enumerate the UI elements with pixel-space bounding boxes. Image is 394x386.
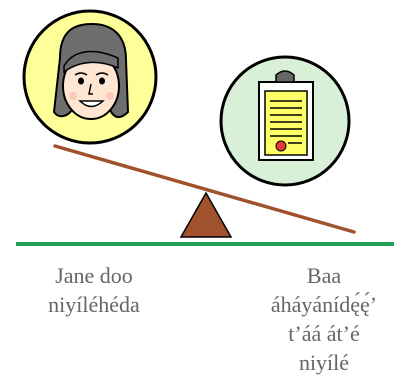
caption-right-line: Baa — [306, 263, 342, 288]
caption-left-line: Jane doo — [55, 263, 133, 288]
caption-left-line: niyíléhéda — [48, 292, 140, 317]
caption-left: Jane doo niyíléhéda — [24, 261, 164, 319]
caption-right-line: t’áá át’é — [288, 321, 360, 346]
caption-right-line: áháyánídę́ę́’ — [270, 292, 378, 317]
clipboard-document-icon — [219, 55, 351, 187]
caption-right-line: niyílé — [298, 350, 350, 375]
fulcrum-triangle — [179, 191, 233, 238]
caption-right: Baa áháyánídę́ę́’ t’áá át’é niyílé — [254, 261, 394, 377]
balance-beam — [53, 144, 356, 234]
person-portrait-icon — [22, 9, 158, 145]
